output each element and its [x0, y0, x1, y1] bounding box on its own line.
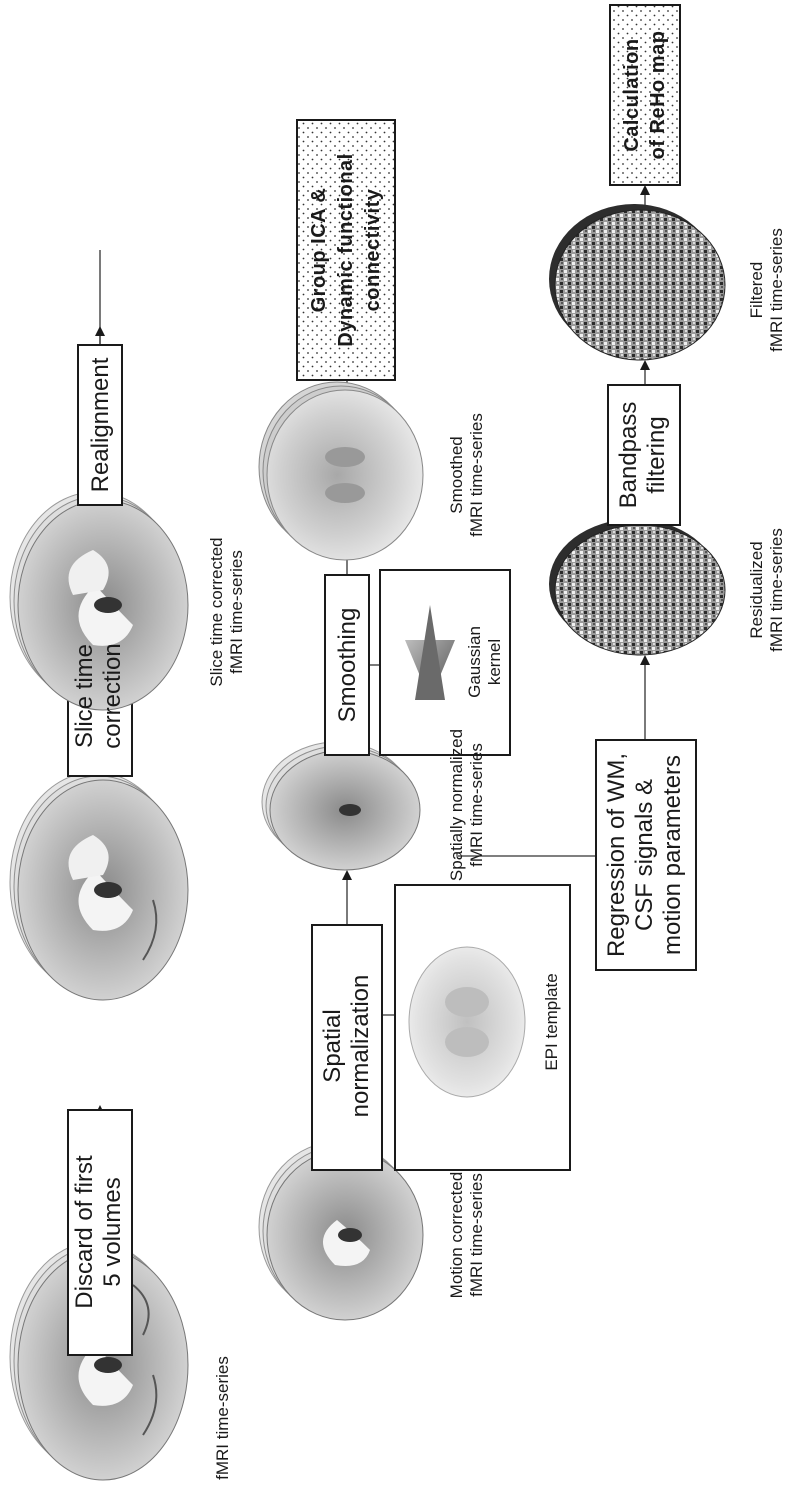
regression-label-line-3: motion parameters	[659, 755, 686, 955]
discard-label-line-1: Discard of first	[71, 1155, 98, 1309]
caption-spatially-normalized-line-2: fMRI time-series	[467, 743, 486, 867]
bandpass-label-line-1: Bandpass	[615, 402, 642, 509]
brain-image-residualized	[549, 519, 725, 655]
epi-template-image	[409, 947, 525, 1097]
caption-smoothed-line-1: Smoothed	[447, 436, 466, 514]
spatial-normalization-label-line-1: Spatial	[319, 1009, 346, 1082]
caption-motion-corrected-line-2: fMRI time-series	[467, 1173, 486, 1297]
brain-image-filtered	[549, 204, 725, 360]
caption-motion-corrected-line-1: Motion corrected	[447, 1172, 466, 1299]
gaussian-kernel-label-line-1: Gaussian	[465, 626, 484, 698]
spatial-normalization-label-line-2: normalization	[347, 975, 374, 1118]
brain-image-fmri-discarded	[10, 772, 188, 1000]
row-2	[259, 120, 570, 1320]
brain-image-spatially-normalized	[262, 742, 420, 870]
smoothing-label: Smoothing	[334, 608, 361, 723]
epi-template-label: EPI template	[542, 973, 561, 1070]
reho-label-line-2: of ReHo map	[647, 31, 669, 160]
regression-label-line-2: CSF signals &	[631, 779, 658, 931]
group-ica-label-line-2: Dynamic functional	[335, 153, 357, 346]
caption-filtered-line-2: fMRI time-series	[767, 228, 786, 352]
caption-residualized-line-1: Residualized	[747, 541, 766, 638]
caption-filtered-line-1: Filtered	[747, 262, 766, 319]
group-ica-label-line-3: connectivity	[362, 188, 384, 311]
caption-residualized-line-2: fMRI time-series	[767, 528, 786, 652]
gaussian-kernel-label-line-2: kernel	[485, 639, 504, 685]
brain-image-smoothed	[259, 382, 423, 560]
caption-fmri-time-series: fMRI time-series	[213, 1356, 232, 1480]
caption-spatially-normalized-line-1: Spatially normalized	[447, 729, 466, 881]
reho-label-line-1: Calculation	[621, 38, 643, 151]
group-ica-label-line-1: Group ICA &	[308, 188, 330, 313]
slice-time-label-line-2: correction	[99, 643, 126, 748]
caption-smoothed-line-2: fMRI time-series	[467, 413, 486, 537]
slice-time-label-line-1: Slice time	[71, 644, 98, 748]
bandpass-label-line-2: filtering	[643, 416, 670, 493]
discard-label-line-2: 5 volumes	[99, 1177, 126, 1286]
regression-label-line-1: Regression of WM,	[603, 753, 630, 957]
caption-slice-time-corrected-line-2: fMRI time-series	[227, 550, 246, 674]
caption-slice-time-corrected-line-1: Slice time corrected	[207, 537, 226, 686]
realignment-label: Realignment	[87, 357, 114, 492]
